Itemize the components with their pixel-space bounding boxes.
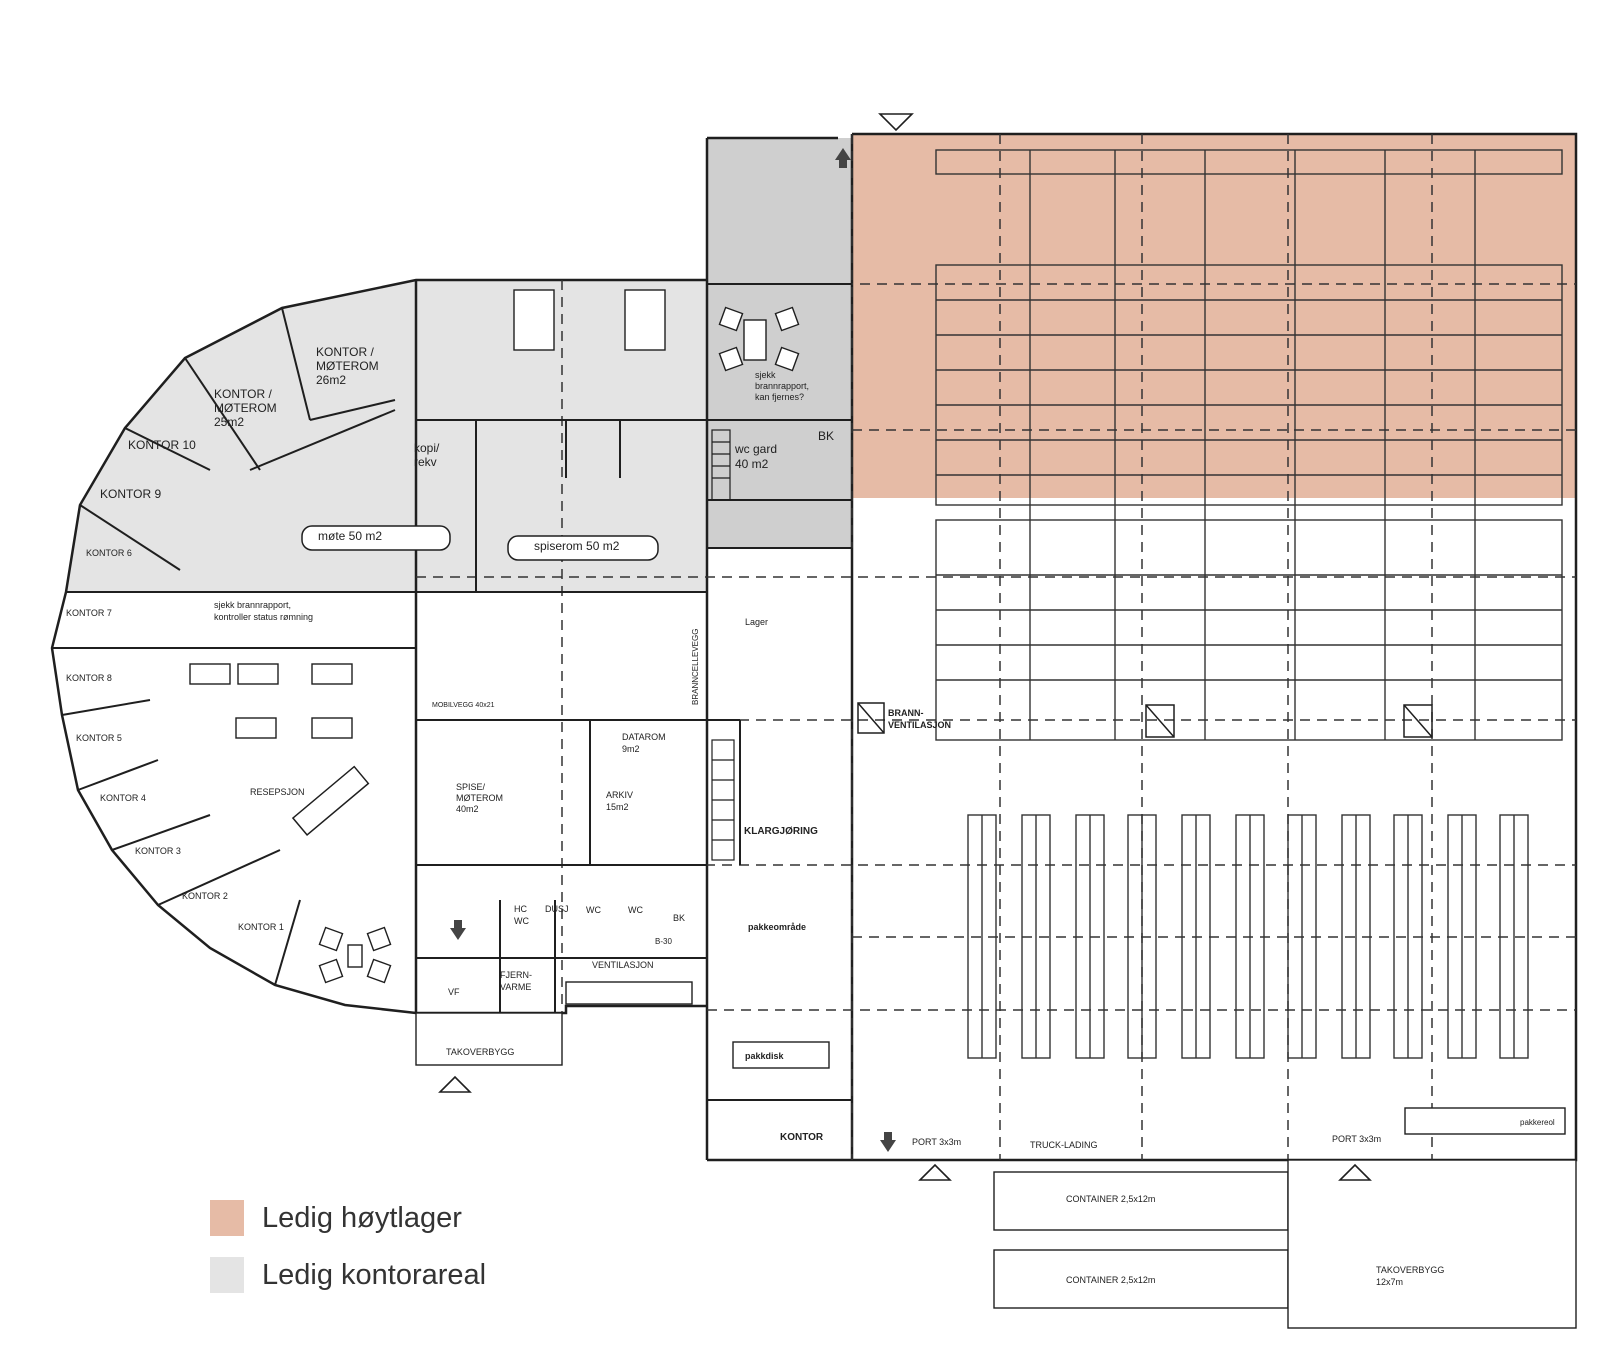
label-moblvegg: MOBILVEGG 40x21 — [432, 702, 495, 709]
desks — [189, 289, 767, 739]
label-pakkeomrade: pakkeområde — [748, 922, 806, 932]
label-pakkdisk: pakkdisk — [745, 1051, 785, 1061]
legend-swatch-warehouse — [210, 1200, 244, 1236]
stairs — [711, 429, 735, 861]
label-brannventilasjon: BRANN- — [888, 708, 924, 718]
label-ventilasjon: VENTILASJON — [592, 960, 654, 970]
label-kontor7: KONTOR 7 — [66, 608, 112, 618]
dining-table-50 — [507, 535, 659, 561]
meeting-table-50 — [301, 525, 451, 551]
label-sjekk3: kan fjernes? — [755, 392, 804, 402]
label-brannventilasjon2: VENTILASJON — [888, 720, 951, 730]
label-vf: VF — [448, 987, 460, 997]
label-kontor2: KONTOR 2 — [182, 891, 228, 901]
label-bk2: BK — [673, 913, 685, 923]
label-takoverbygg2: TAKOVERBYGG — [1376, 1265, 1444, 1275]
label-takoverbygg2b: 12x7m — [1376, 1277, 1403, 1287]
label-kontor8: KONTOR 8 — [66, 673, 112, 683]
room-labels: KONTOR / MØTEROM 26m2 KONTOR / MØTEROM 2… — [66, 345, 1555, 1287]
reception-desk — [291, 765, 370, 836]
label-kontor5: KONTOR 5 — [76, 733, 122, 743]
label-kontor-moterom-25: KONTOR / — [214, 387, 272, 401]
legend-swatch-office — [210, 1257, 244, 1293]
label-sjekk-status1: sjekk brannrapport, — [214, 600, 291, 610]
label-pakkereol: pakkereol — [1520, 1118, 1555, 1127]
label-takoverbygg1: TAKOVERBYGG — [446, 1047, 514, 1057]
office-area-dark — [707, 138, 852, 548]
legend-label-office: Ledig kontorareal — [262, 1258, 487, 1291]
vent-hatches — [857, 702, 1433, 738]
label-wc1: WC — [586, 905, 601, 915]
label-bk: BK — [818, 429, 834, 443]
label-lager: Lager — [745, 617, 768, 627]
label-kontor-moterom-26: KONTOR / — [316, 345, 374, 359]
label-sjekk1: sjekk — [755, 370, 776, 380]
label-mote50: møte 50 m2 — [318, 529, 382, 543]
label-klargjoring: KLARGJØRING — [744, 826, 818, 837]
label-kontor-moterom-26b: MØTEROM — [316, 359, 379, 373]
label-wc-garderobe: wc gard — [734, 442, 777, 456]
label-arkiv2: 15m2 — [606, 802, 629, 812]
label-port1: PORT 3x3m — [912, 1137, 961, 1147]
label-sjekk2: brannrapport, — [755, 381, 809, 391]
label-container1: CONTAINER 2,5x12m — [1066, 1194, 1155, 1204]
label-kontor6: KONTOR 6 — [86, 548, 132, 558]
label-dataroom: DATAROM — [622, 732, 666, 742]
label-spiserom50: spiserom 50 m2 — [534, 539, 620, 553]
entrance-markers — [438, 113, 1372, 1181]
label-hcwc2: WC — [514, 916, 529, 926]
label-container2: CONTAINER 2,5x12m — [1066, 1275, 1155, 1285]
label-fjernvarme2: VARME — [500, 982, 531, 992]
label-resepsjon: RESEPSJON — [250, 787, 305, 797]
shelving-rows-lower — [967, 814, 1529, 1059]
label-truck: TRUCK-LADING — [1030, 1140, 1098, 1150]
label-kontor4: KONTOR 4 — [100, 793, 146, 803]
label-kontor1: KONTOR 1 — [238, 922, 284, 932]
label-spise-moterom: SPISE/ — [456, 782, 486, 792]
label-kontor-moterom-25b: MØTEROM — [214, 401, 277, 415]
label-dataroom2: 9m2 — [622, 744, 640, 754]
label-dusj: DUSJ — [545, 904, 569, 914]
label-fjernvarme: FJERN- — [500, 970, 532, 980]
legend-item-office: Ledig kontorareal — [210, 1257, 486, 1293]
label-b30: B-30 — [655, 937, 672, 946]
legend-item-warehouse: Ledig høytlager — [210, 1200, 462, 1236]
label-kontor-moterom-25c: 25m2 — [214, 415, 244, 429]
label-sjekk-status2: kontroller status rømning — [214, 612, 313, 622]
label-spise-moterom2: MØTEROM — [456, 793, 503, 803]
arrow-icons — [450, 148, 896, 1152]
label-kontor3: KONTOR 3 — [135, 846, 181, 856]
label-kontor10: KONTOR 10 — [128, 438, 196, 452]
office-area — [66, 280, 707, 592]
label-kontor9: KONTOR 9 — [100, 487, 161, 501]
label-port2: PORT 3x3m — [1332, 1134, 1381, 1144]
label-kopi2: rekv — [414, 455, 437, 469]
counters — [415, 981, 1577, 1329]
pallet-racks-upper — [935, 149, 1563, 741]
lounge-chairs — [318, 306, 800, 984]
label-arkiv: ARKIV — [606, 790, 633, 800]
label-kopi: kopi/ — [414, 441, 440, 455]
warehouse-area — [852, 134, 1576, 498]
legend-label-warehouse: Ledig høytlager — [262, 1201, 462, 1234]
label-spise-moterom3: 40m2 — [456, 804, 479, 814]
label-brannvegg: BRANNCELLEVEGG — [691, 629, 700, 705]
label-kontor: KONTOR — [780, 1132, 824, 1143]
interior-walls — [52, 283, 853, 1101]
label-wc2: WC — [628, 905, 643, 915]
label-kontor-moterom-26c: 26m2 — [316, 373, 346, 387]
label-wc-garderobe2: 40 m2 — [735, 457, 769, 471]
label-hcwc: HC — [514, 904, 527, 914]
